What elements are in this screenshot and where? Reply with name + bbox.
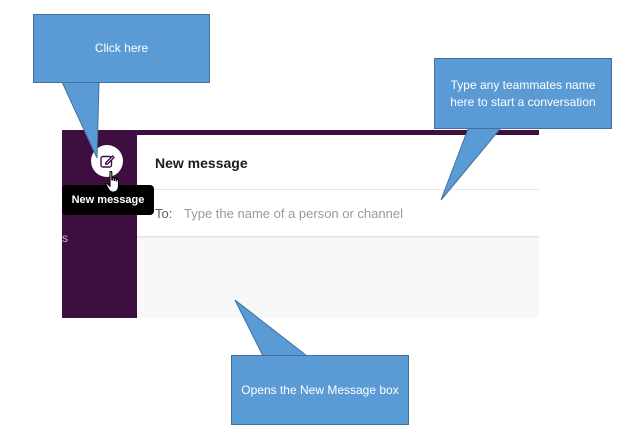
to-label: To: bbox=[155, 206, 173, 221]
recipient-input[interactable] bbox=[182, 199, 506, 227]
hand-cursor-icon bbox=[105, 170, 120, 193]
new-message-panel: New message To: bbox=[137, 130, 539, 318]
new-message-tooltip: New message bbox=[62, 185, 154, 215]
callout-click-here: Click here bbox=[33, 14, 210, 83]
callout-teammates-hint: Type any teammates name here to start a … bbox=[434, 58, 612, 129]
to-row: To: bbox=[137, 190, 539, 237]
slack-window: s New message To: bbox=[62, 130, 539, 318]
callout-opens-box: Opens the New Message box bbox=[231, 355, 409, 425]
panel-title: New message bbox=[155, 155, 248, 171]
top-border bbox=[137, 130, 539, 135]
sidebar-partial-label: s bbox=[62, 231, 68, 245]
panel-header: New message bbox=[137, 135, 539, 190]
sidebar: s bbox=[62, 130, 137, 318]
compose-icon bbox=[100, 155, 115, 168]
